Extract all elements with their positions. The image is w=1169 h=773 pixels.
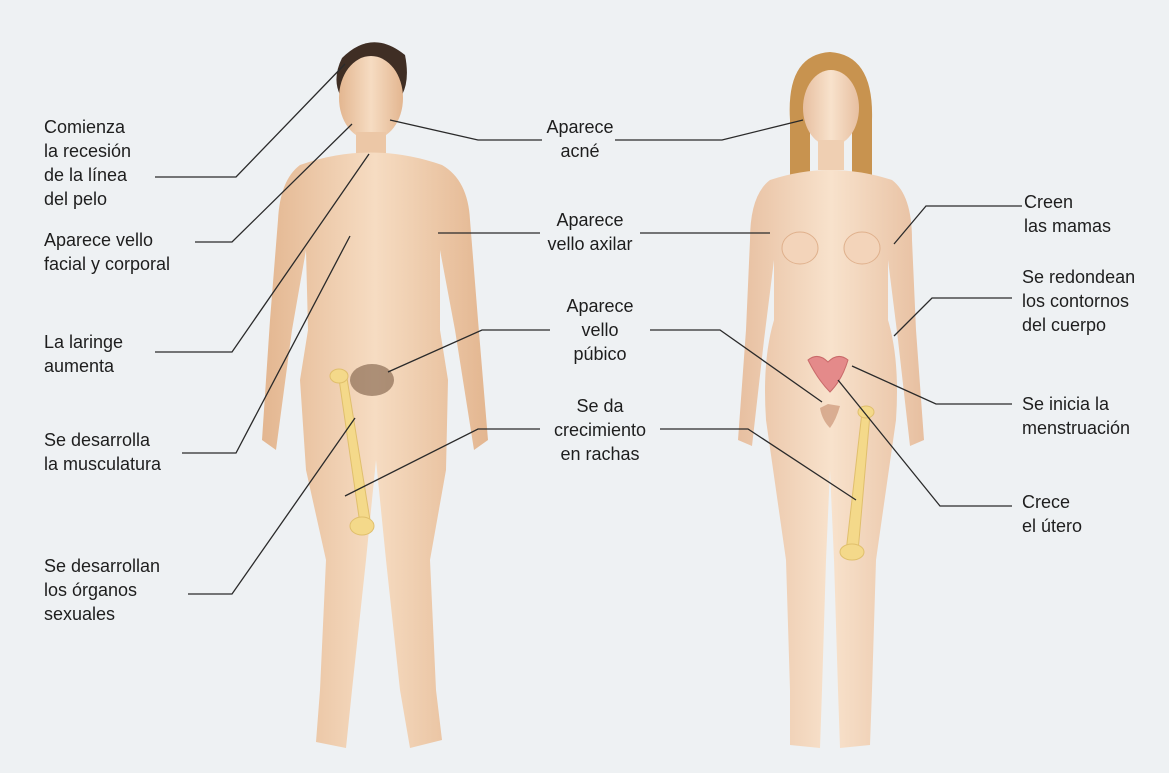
label-line: Se redondean (1022, 265, 1135, 289)
label-line: La laringe (44, 330, 123, 354)
label-line: los contornos (1022, 289, 1135, 313)
label-menstruacion: Se inicia la menstruación (1022, 392, 1130, 440)
label-line: Se da (540, 394, 660, 418)
female-breast-left (782, 232, 818, 264)
label-line: crecimiento (540, 418, 660, 442)
label-line: Crece (1022, 490, 1082, 514)
label-line: la recesión (44, 139, 131, 163)
label-contornos: Se redondean los contornos del cuerpo (1022, 265, 1135, 337)
male-pubic-hair (350, 364, 394, 396)
label-line: en rachas (540, 442, 660, 466)
label-line: Se inicia la (1022, 392, 1130, 416)
female-body (738, 170, 924, 748)
label-line: sexuales (44, 602, 160, 626)
male-figure (262, 42, 488, 748)
label-line: púbico (550, 342, 650, 366)
label-line: vello axilar (530, 232, 650, 256)
label-line: facial y corporal (44, 252, 170, 276)
label-recesion: Comienza la recesión de la línea del pel… (44, 115, 131, 211)
label-line: Se desarrollan (44, 554, 160, 578)
label-line: la musculatura (44, 452, 161, 476)
leader-line-acne-male (390, 120, 542, 140)
label-utero: Crece el útero (1022, 490, 1082, 538)
label-line: Aparece (530, 115, 630, 139)
female-head (803, 70, 859, 146)
label-line: Se desarrolla (44, 428, 161, 452)
female-figure (738, 52, 924, 748)
label-line: Aparece (550, 294, 650, 318)
label-vello-pubico: Aparece vello púbico (550, 294, 650, 366)
label-line: vello (550, 318, 650, 342)
label-line: acné (530, 139, 630, 163)
label-line: Comienza (44, 115, 131, 139)
label-organos: Se desarrollan los órganos sexuales (44, 554, 160, 626)
label-vello-facial: Aparece vello facial y corporal (44, 228, 170, 276)
leader-line-acne-female (615, 120, 803, 140)
male-body (262, 153, 488, 749)
label-crecimiento: Se da crecimiento en rachas (540, 394, 660, 466)
label-line: Aparece vello (44, 228, 170, 252)
label-line: aumenta (44, 354, 123, 378)
label-acne: Aparece acné (530, 115, 630, 163)
label-laringe: La laringe aumenta (44, 330, 123, 378)
label-line: del cuerpo (1022, 313, 1135, 337)
label-line: menstruación (1022, 416, 1130, 440)
label-musculatura: Se desarrolla la musculatura (44, 428, 161, 476)
label-mamas: Creen las mamas (1024, 190, 1111, 238)
label-vello-axilar: Aparece vello axilar (530, 208, 650, 256)
female-breast-right (844, 232, 880, 264)
label-line: Creen (1024, 190, 1111, 214)
label-line: el útero (1022, 514, 1082, 538)
leader-line-mamas (894, 206, 1022, 244)
label-line: de la línea (44, 163, 131, 187)
label-line: Aparece (530, 208, 650, 232)
label-line: del pelo (44, 187, 131, 211)
label-line: los órganos (44, 578, 160, 602)
label-line: las mamas (1024, 214, 1111, 238)
